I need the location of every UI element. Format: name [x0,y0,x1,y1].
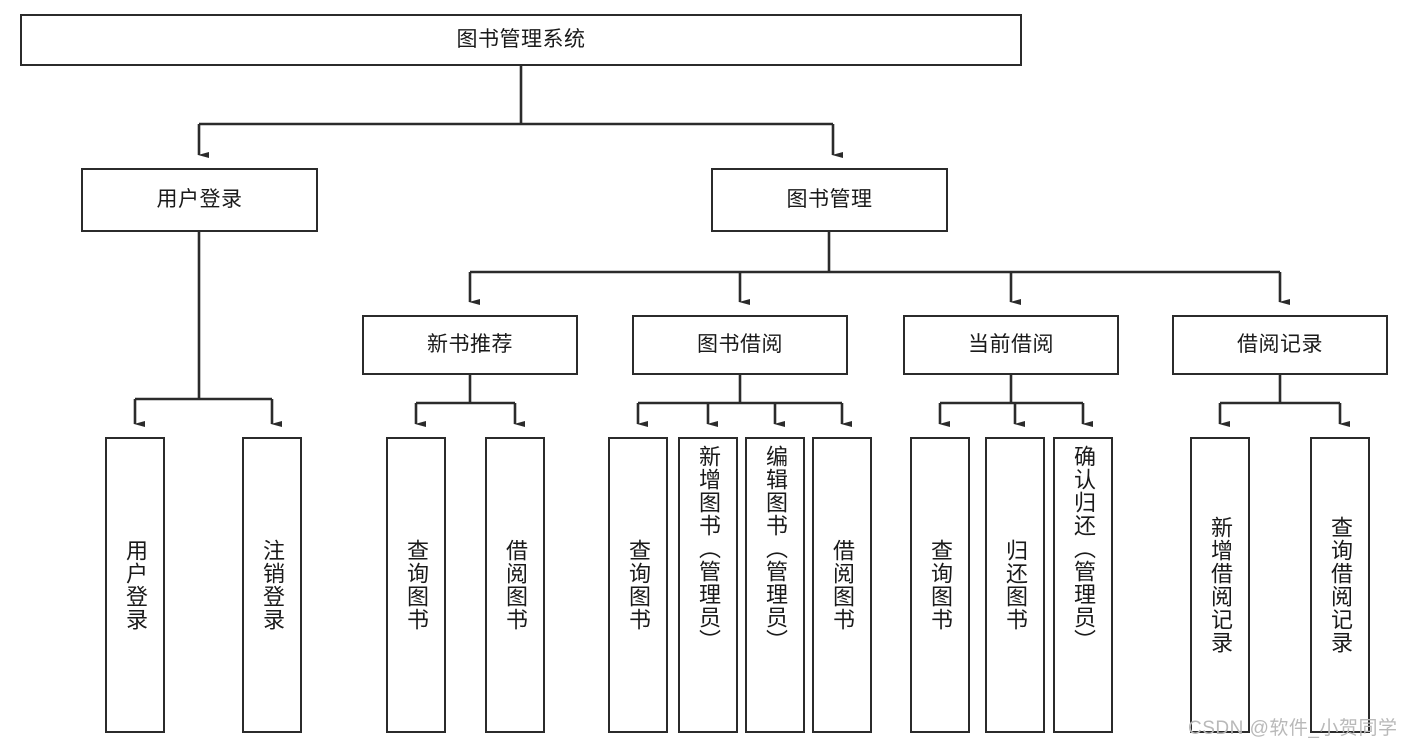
leaf-borrow-book-1[interactable]: 借阅图书 [485,437,545,733]
node-user-login[interactable]: 用户登录 [81,168,318,232]
leaf-add-book[interactable]: 新增图书（管理员） [678,437,738,733]
node-root[interactable]: 图书管理系统 [20,14,1022,66]
leaf-query-book-1-label: 查询图书 [404,539,429,631]
node-book-manage[interactable]: 图书管理 [711,168,948,232]
leaf-edit-book[interactable]: 编辑图书（管理员） [745,437,805,733]
leaf-borrow-book-2-label: 借阅图书 [830,539,855,631]
leaf-add-record[interactable]: 新增借阅记录 [1190,437,1250,733]
node-book-borrow[interactable]: 图书借阅 [632,315,848,375]
leaf-edit-book-label: 编辑图书（管理员） [763,445,788,652]
node-user-login-label: 用户登录 [156,187,243,211]
node-new-book-rec-label: 新书推荐 [427,332,513,356]
node-borrow-record[interactable]: 借阅记录 [1172,315,1388,375]
leaf-query-book-3[interactable]: 查询图书 [910,437,970,733]
leaf-query-book-2-label: 查询图书 [626,539,651,631]
leaf-user-login-label: 用户登录 [123,539,148,631]
leaf-confirm-return-label: 确认归还（管理员） [1071,445,1096,652]
leaf-logout[interactable]: 注销登录 [242,437,302,733]
leaf-query-record[interactable]: 查询借阅记录 [1310,437,1370,733]
leaf-add-record-label: 新增借阅记录 [1208,516,1233,654]
leaf-add-book-label: 新增图书（管理员） [696,445,721,652]
leaf-query-book-2[interactable]: 查询图书 [608,437,668,733]
leaf-query-book-3-label: 查询图书 [928,539,953,631]
csdn-watermark: CSDN @软件_小贺同学 [1188,718,1398,739]
leaf-return-book-label: 归还图书 [1003,539,1028,631]
node-borrow-record-label: 借阅记录 [1237,332,1323,356]
leaf-query-book-1[interactable]: 查询图书 [386,437,446,733]
leaf-return-book[interactable]: 归还图书 [985,437,1045,733]
node-book-borrow-label: 图书借阅 [697,332,783,356]
node-root-label: 图书管理系统 [456,27,586,51]
node-current-borrow[interactable]: 当前借阅 [903,315,1119,375]
leaf-query-record-label: 查询借阅记录 [1328,516,1353,654]
leaf-logout-label: 注销登录 [260,539,285,631]
node-book-manage-label: 图书管理 [786,187,873,211]
node-new-book-rec[interactable]: 新书推荐 [362,315,578,375]
leaf-user-login[interactable]: 用户登录 [105,437,165,733]
leaf-borrow-book-1-label: 借阅图书 [503,539,528,631]
leaf-borrow-book-2[interactable]: 借阅图书 [812,437,872,733]
node-current-borrow-label: 当前借阅 [968,332,1054,356]
leaf-confirm-return[interactable]: 确认归还（管理员） [1053,437,1113,733]
